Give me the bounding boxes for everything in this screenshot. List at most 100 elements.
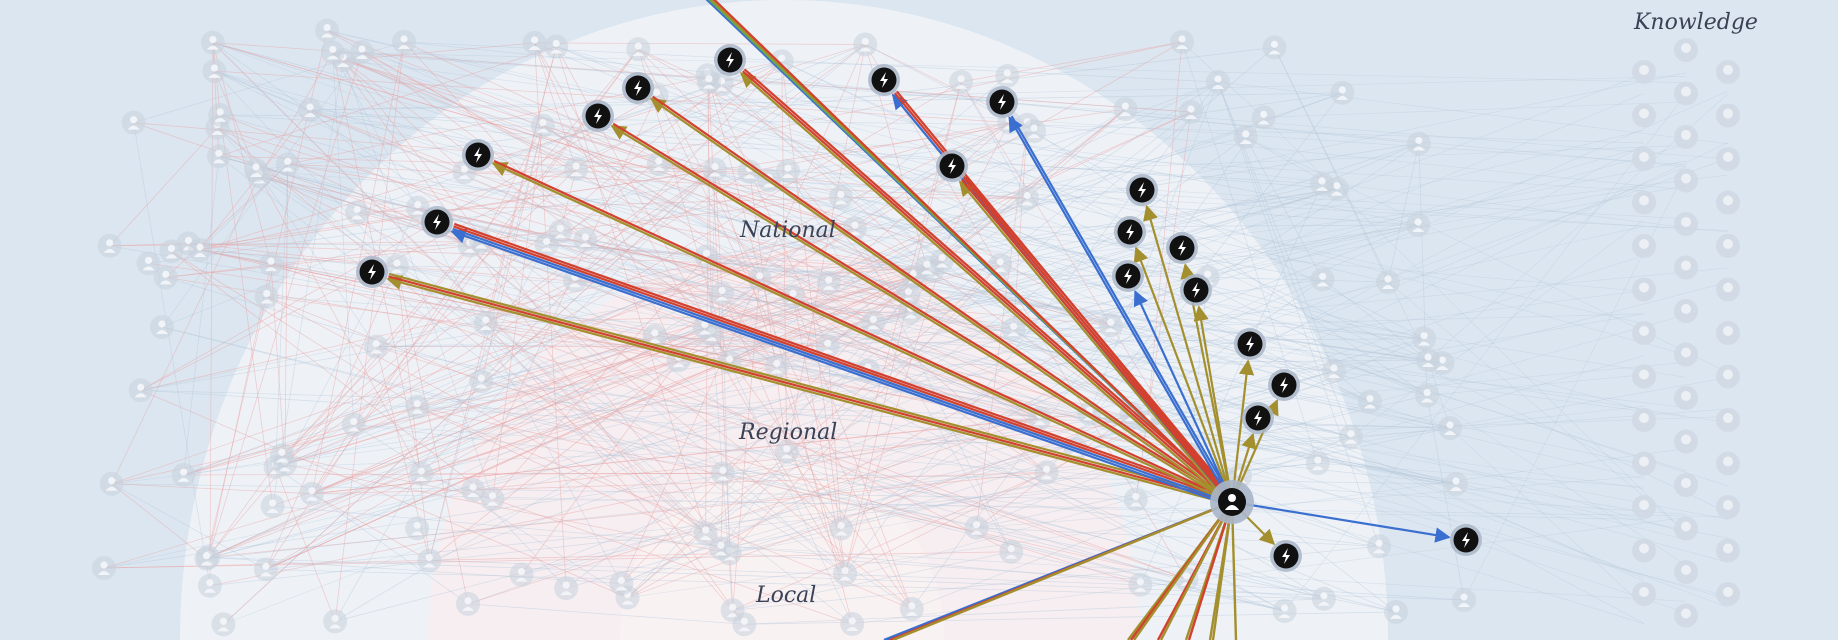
- lightning-bolt-icon: [948, 158, 956, 174]
- background-node: [1034, 460, 1059, 485]
- background-edge: [941, 260, 1687, 378]
- background-node: [693, 521, 718, 546]
- background-node: [121, 110, 146, 135]
- lightning-node[interactable]: [1268, 369, 1300, 401]
- background-edge: [111, 176, 260, 484]
- background-node: [1310, 267, 1335, 292]
- influence-link: [1230, 359, 1255, 503]
- background-edge: [214, 70, 257, 171]
- lightning-node[interactable]: [1450, 524, 1482, 556]
- background-edge: [776, 359, 1429, 367]
- background-edge: [546, 44, 866, 245]
- influence-link: [892, 500, 1233, 640]
- background-edge: [266, 296, 706, 534]
- background-edge: [768, 179, 1419, 226]
- lightning-node[interactable]: [986, 86, 1018, 118]
- knowledge-node: [1632, 147, 1656, 171]
- background-edge: [208, 333, 712, 558]
- background-edge: [309, 109, 1337, 190]
- background-edge: [480, 241, 842, 529]
- knowledge-node: [1674, 125, 1698, 149]
- background-edge: [109, 127, 218, 247]
- background-edge: [1190, 314, 1687, 456]
- background-edge: [787, 170, 1729, 232]
- lightning-node[interactable]: [582, 100, 614, 132]
- background-edge: [212, 42, 856, 229]
- knowledge-node: [1716, 321, 1740, 345]
- background-node: [861, 310, 886, 335]
- knowledge-node: [1632, 277, 1656, 302]
- background-node: [136, 251, 161, 276]
- background-edge: [140, 389, 1451, 429]
- background-node: [1444, 472, 1468, 496]
- background-edge: [417, 207, 913, 610]
- background-edge: [284, 333, 712, 465]
- lightning-node[interactable]: [1114, 216, 1146, 248]
- background-edge: [103, 366, 777, 569]
- background-edge: [1426, 395, 1687, 566]
- background-edge: [481, 380, 1397, 613]
- background-node: [269, 443, 294, 468]
- background-edge: [356, 212, 706, 534]
- background-edge: [199, 249, 777, 367]
- knowledge-node: [1632, 364, 1656, 389]
- lightning-node[interactable]: [462, 139, 494, 171]
- background-edge: [353, 424, 1380, 547]
- background-edge: [332, 52, 355, 425]
- target-nodes[interactable]: [356, 44, 1482, 572]
- background-edge: [1426, 395, 1465, 601]
- background-edge: [311, 327, 705, 495]
- central-node[interactable]: [1210, 480, 1254, 524]
- background-edge: [768, 145, 1687, 181]
- background-node: [776, 159, 801, 184]
- background-edge: [721, 83, 1419, 226]
- background-node: [200, 30, 225, 55]
- background-edge: [209, 417, 1040, 587]
- influence-link: [1193, 305, 1234, 503]
- background-edge: [721, 293, 1687, 408]
- background-edge: [259, 176, 1645, 465]
- lightning-bolt-icon: [1124, 268, 1132, 284]
- background-edge: [542, 125, 1645, 192]
- influence-link: [1008, 116, 1232, 504]
- lightning-node[interactable]: [1234, 328, 1266, 360]
- background-edge: [343, 59, 856, 229]
- background-node: [1416, 348, 1440, 372]
- lightning-node[interactable]: [1166, 232, 1198, 264]
- background-edge: [265, 276, 914, 570]
- lightning-node[interactable]: [936, 150, 968, 182]
- influence-link: [743, 68, 1235, 501]
- lightning-node[interactable]: [1180, 274, 1212, 306]
- background-edge: [206, 324, 1111, 560]
- background-edge: [212, 42, 706, 534]
- background-edge: [183, 369, 868, 476]
- lightning-bolt-icon: [474, 147, 482, 163]
- background-edge: [1317, 462, 1645, 488]
- knowledge-node: [1716, 582, 1740, 606]
- background-node: [171, 462, 196, 487]
- background-edge: [353, 424, 628, 598]
- background-edge: [223, 169, 716, 625]
- lightning-node[interactable]: [1270, 540, 1302, 572]
- background-edge: [844, 260, 943, 574]
- background-edge: [183, 156, 220, 475]
- influence-link: [1133, 501, 1233, 640]
- background-node: [320, 40, 345, 65]
- background-node: [1178, 99, 1203, 124]
- background-edge: [287, 163, 1208, 278]
- background-edge: [214, 70, 1040, 419]
- lightning-node[interactable]: [622, 72, 654, 104]
- background-edge: [342, 59, 493, 499]
- background-edge: [492, 498, 1729, 517]
- lightning-node[interactable]: [1112, 260, 1144, 292]
- lightning-node[interactable]: [1126, 174, 1158, 206]
- lightning-node[interactable]: [1242, 402, 1274, 434]
- lightning-node[interactable]: [714, 44, 746, 76]
- lightning-node[interactable]: [868, 64, 900, 96]
- lightning-node[interactable]: [356, 256, 388, 288]
- lightning-node[interactable]: [421, 206, 453, 238]
- background-edge: [219, 114, 377, 347]
- background-edge: [467, 417, 1040, 605]
- background-edge: [840, 197, 1028, 199]
